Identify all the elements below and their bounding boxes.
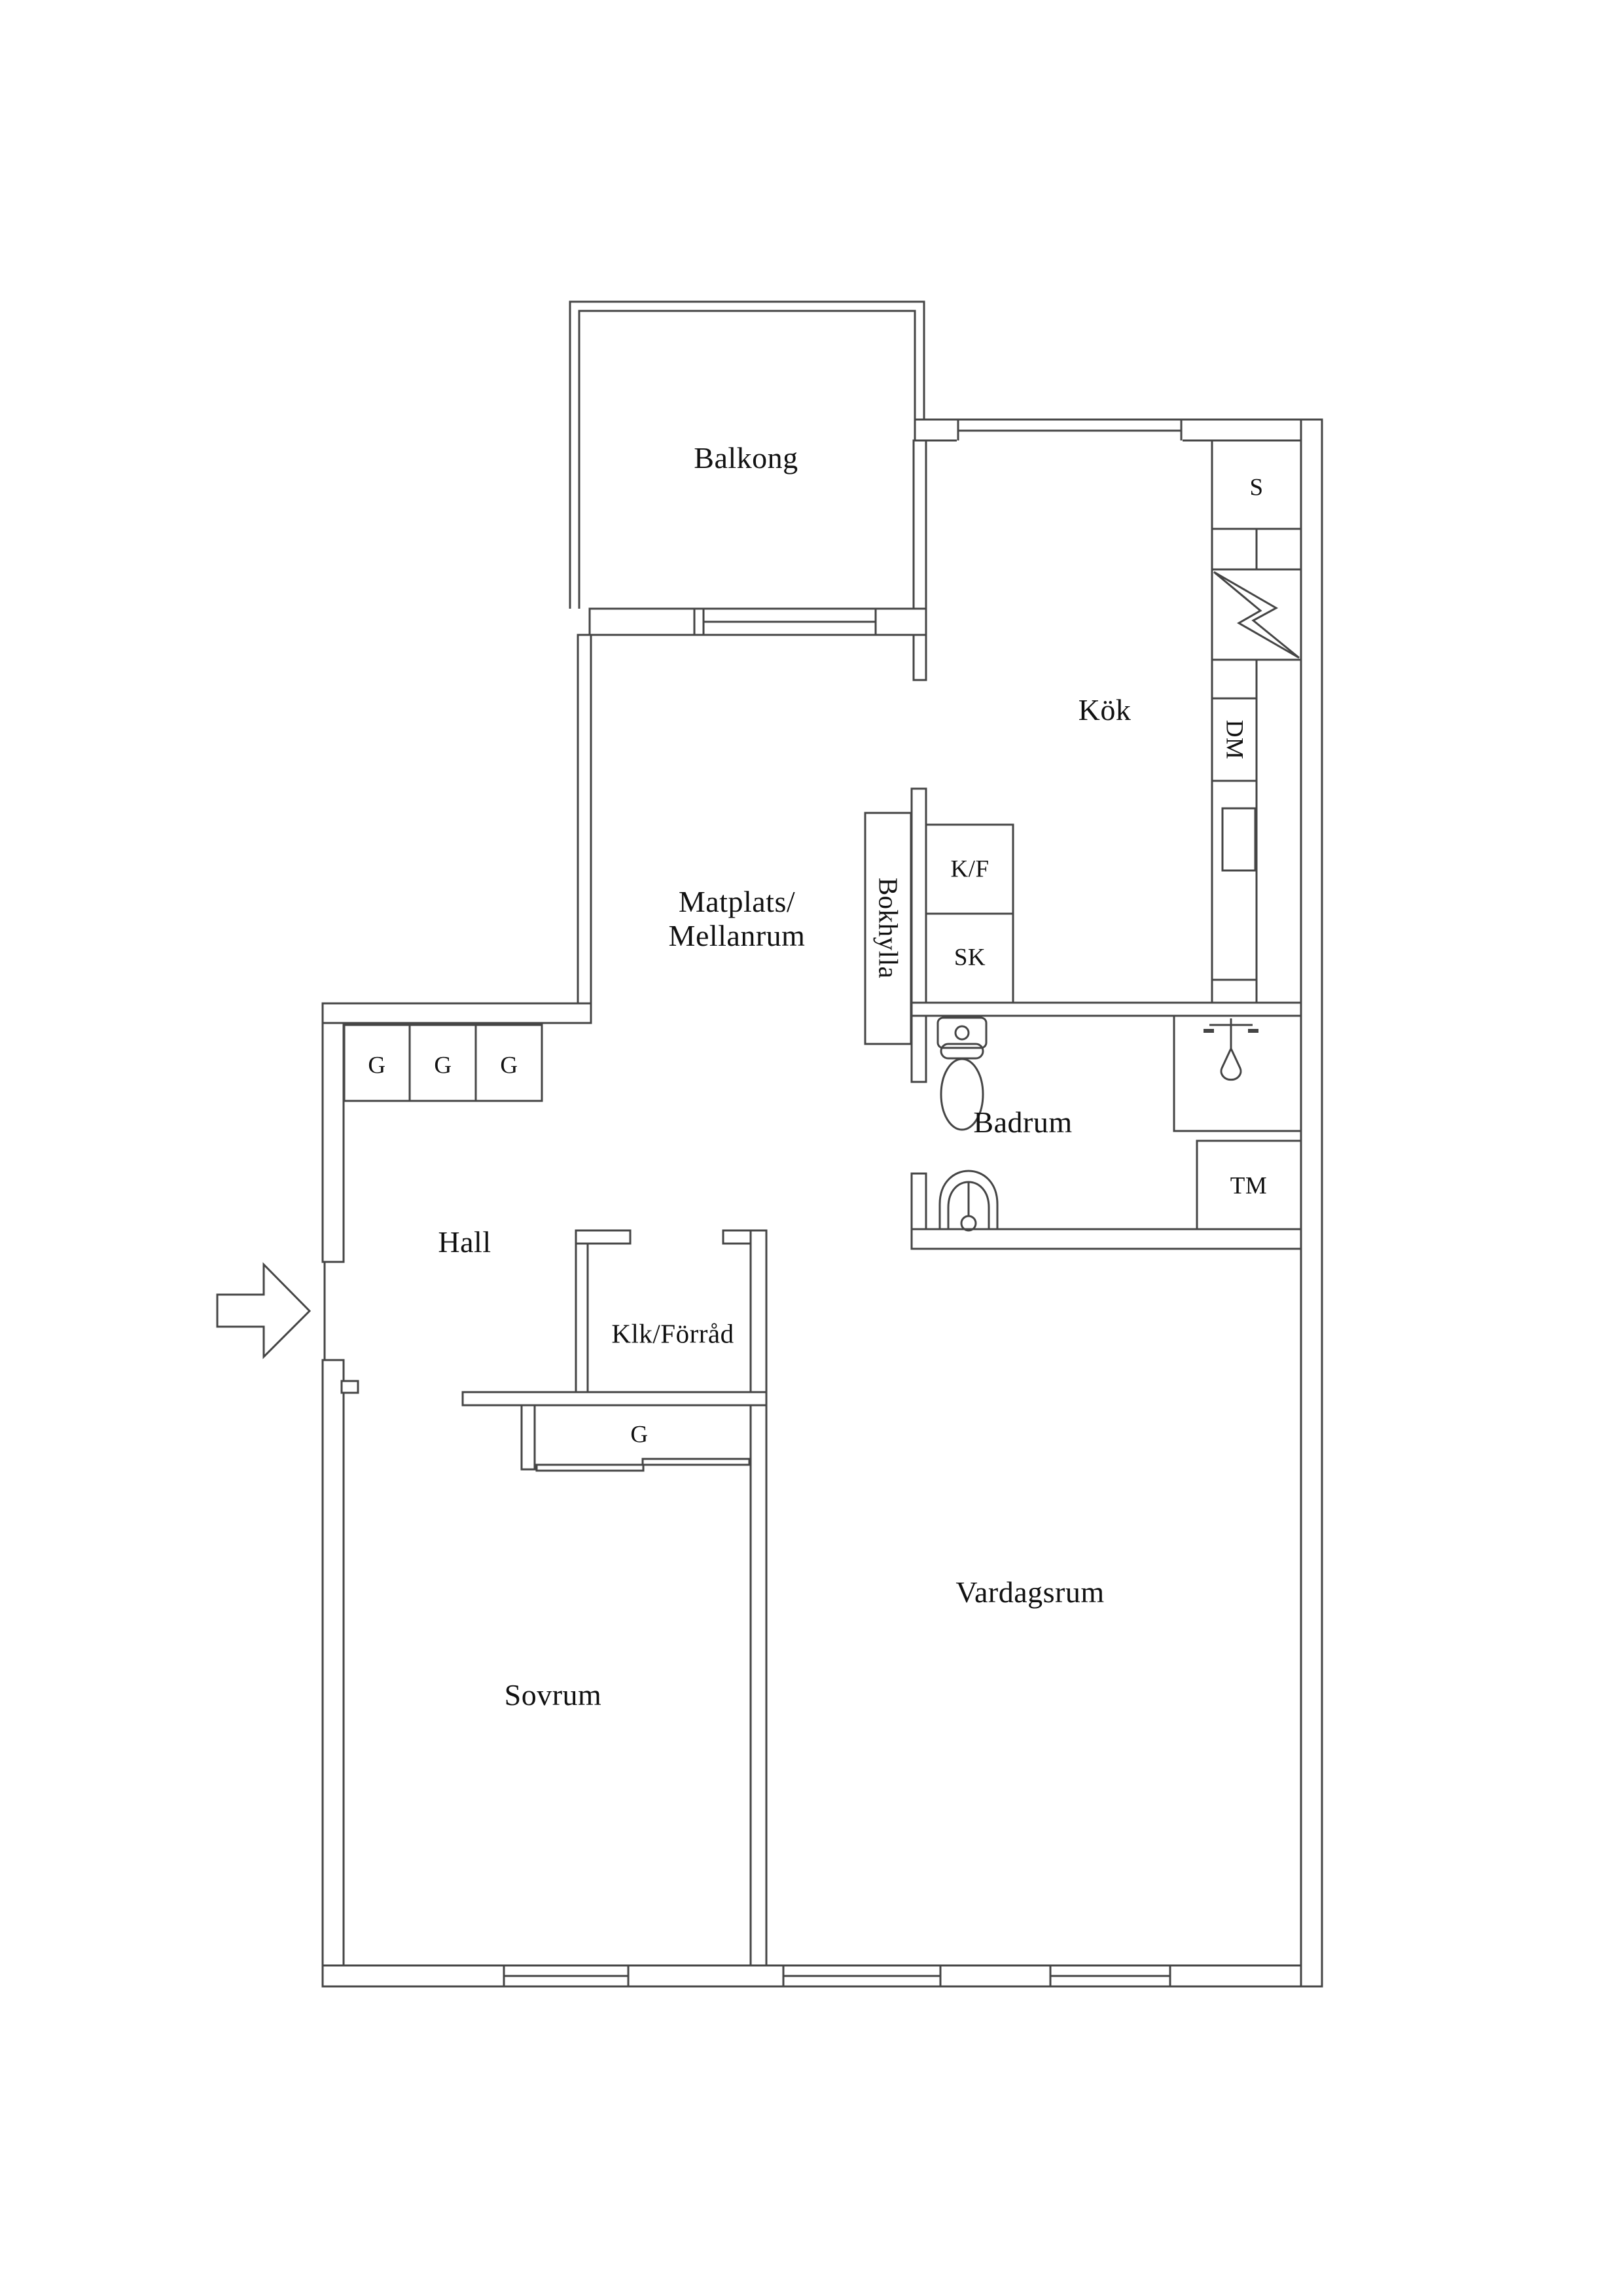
- label-tm: TM: [1230, 1172, 1268, 1200]
- wall-g-row-top: [321, 1002, 592, 1024]
- label-badrum: Badrum: [973, 1105, 1073, 1139]
- kf-sk-bokhylla: [864, 812, 1014, 1045]
- label-sovrum: Sovrum: [504, 1678, 602, 1712]
- toilet-icon: [936, 1016, 988, 1131]
- wall-matplats-left: [577, 634, 592, 1024]
- label-matplats-2: Mellanrum: [668, 919, 806, 952]
- label-dm: DM: [1221, 719, 1248, 760]
- stove-lightning-icon: [1213, 571, 1300, 659]
- kitchen-sink-icon: [1221, 807, 1257, 872]
- label-sk: SK: [954, 944, 986, 971]
- bookshelf-box: [864, 812, 912, 1045]
- washing-machine-icon: [1196, 1139, 1302, 1230]
- wall-notch: [340, 1380, 359, 1394]
- label-klk: Klk/Förråd: [611, 1318, 734, 1349]
- wall-right: [1300, 418, 1323, 1988]
- label-vardagsrum: Vardagsrum: [955, 1575, 1105, 1609]
- sink-icon: [938, 1170, 999, 1232]
- wall-kitchen-left: [912, 439, 927, 681]
- label-matplats-1: Matplats/: [678, 885, 796, 918]
- windows: [323, 420, 1183, 1986]
- wall-divider-cap: [722, 1229, 752, 1245]
- label-g-3: G: [500, 1052, 518, 1079]
- label-bokhylla: Bokhylla: [873, 877, 904, 979]
- wall-bokhylla-stub: [910, 787, 927, 1004]
- wall-klk-cap: [575, 1229, 632, 1245]
- label-kok: Kök: [1078, 693, 1132, 726]
- label-balkong: Balkong: [694, 441, 798, 475]
- sliding-door-icon: [535, 1458, 751, 1472]
- walls: [321, 418, 1323, 1988]
- label-hall: Hall: [438, 1225, 491, 1259]
- wall-left-lower: [321, 1359, 345, 1988]
- wall-g-closet-stub: [520, 1404, 536, 1471]
- wall-divider: [749, 1229, 768, 1967]
- shower-icon: [1173, 1014, 1302, 1132]
- label-g-4: G: [630, 1421, 649, 1448]
- wall-klk-left: [575, 1242, 589, 1407]
- entrance-arrow-icon: [216, 1262, 312, 1359]
- wardrobes: [343, 1024, 751, 1472]
- wall-bathroom-left-a: [910, 1014, 927, 1083]
- label-s: S: [1249, 474, 1264, 501]
- kitchen-units: [1211, 440, 1301, 1003]
- label-g-2: G: [434, 1052, 452, 1079]
- wardrobe-row: [343, 1024, 543, 1102]
- wall-hall-bottom: [461, 1391, 768, 1407]
- balcony-railing: [569, 300, 925, 609]
- label-kf: K/F: [950, 855, 990, 883]
- bathroom-fixtures: [936, 1014, 1302, 1232]
- wall-bathroom-bottom: [910, 1228, 1302, 1250]
- wall-left-upper: [321, 1002, 345, 1263]
- wall-kitchen-bottom: [910, 1001, 1302, 1017]
- label-g-1: G: [368, 1052, 386, 1079]
